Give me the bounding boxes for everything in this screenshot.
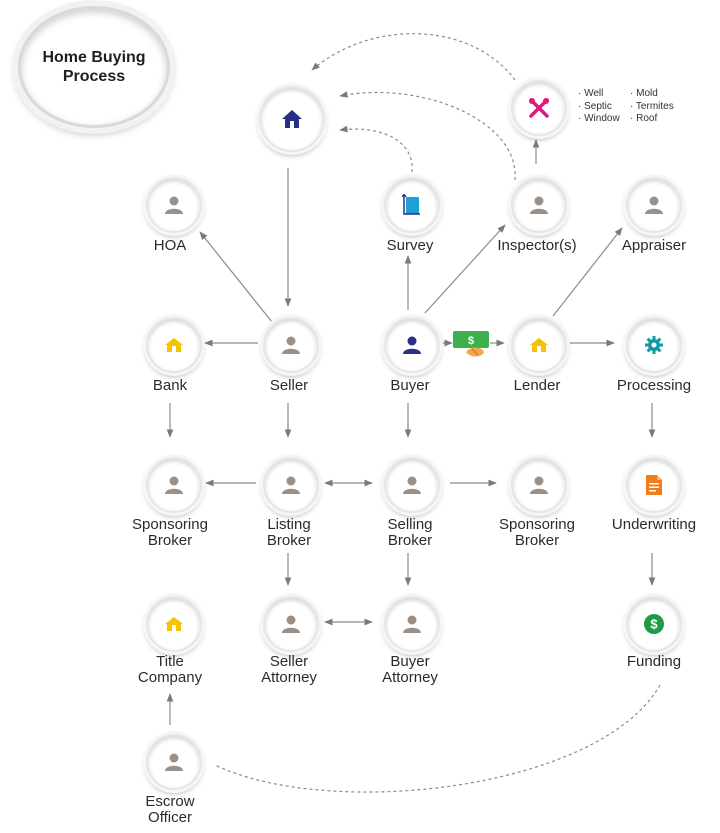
- person-icon: [165, 753, 183, 771]
- inspection-item-termites: · Termites: [630, 100, 674, 112]
- lender-node: [511, 317, 567, 373]
- person-icon: [282, 476, 300, 494]
- inspection-item-window: · Window: [578, 113, 620, 124]
- seller-label: Seller: [269, 377, 309, 394]
- person-icon: [403, 615, 421, 633]
- underwriting-label: Underwriting: [611, 516, 697, 533]
- sponsoring-broker-right-label: Sponsoring Broker: [482, 517, 592, 549]
- label-line-2: Broker: [147, 532, 193, 549]
- underwriting-node: [626, 457, 682, 513]
- dashed-arrow-inspection-to-property: [311, 33, 516, 81]
- label-line-1: Seller: [269, 653, 309, 670]
- label-line-1: Sponsoring: [132, 516, 208, 533]
- sponsoring-broker-left-node: [146, 457, 202, 513]
- person-icon: [403, 476, 421, 494]
- buyer-attorney-node: [384, 596, 440, 652]
- funding-node: $: [626, 596, 682, 652]
- person-icon: [165, 476, 183, 494]
- buyer-node: [384, 317, 440, 373]
- bank-node: [146, 317, 202, 373]
- label-line-2: Attorney: [261, 669, 317, 686]
- escrow-officer-label: Escrow Officer: [115, 794, 225, 826]
- house-icon: [530, 338, 548, 352]
- gear-icon: [645, 336, 663, 354]
- hoa-node: [146, 177, 202, 233]
- arrow-seller-to-hoa: [199, 231, 273, 323]
- inspection-item-septic: · Septic: [578, 100, 612, 112]
- seller-attorney-label: Seller Attorney: [234, 654, 344, 686]
- label-line-2: Officer: [148, 809, 192, 826]
- money-symbol: $: [468, 335, 474, 347]
- arrow-lender-to-appraiser: [552, 227, 623, 317]
- person-icon: [645, 196, 663, 214]
- lender-label: Lender: [513, 377, 561, 394]
- person-icon: [530, 476, 548, 494]
- inspector-label: Inspector(s): [497, 237, 577, 254]
- label-line-1: Buyer: [390, 653, 430, 670]
- dashed-arrow-inspector-to-property: [339, 91, 516, 181]
- selling-broker-node: [384, 457, 440, 513]
- processing-label: Processing: [616, 377, 692, 394]
- title-company-label: Title Company: [115, 654, 225, 686]
- inspection-tools-node: [511, 80, 567, 136]
- dashed-arrow-funding-to-escrow: [214, 684, 661, 793]
- dashed-arrow-survey-to-property: [339, 125, 413, 173]
- label-line-2: Broker: [387, 532, 433, 549]
- person-icon: [282, 615, 300, 633]
- person-icon: [165, 196, 183, 214]
- hoa-label: HOA: [153, 237, 187, 254]
- listing-broker-node: [263, 457, 319, 513]
- bank-label: Bank: [152, 377, 188, 394]
- survey-icon: [402, 194, 420, 215]
- processing-node: [626, 317, 682, 373]
- label-line-1: Escrow: [145, 793, 195, 810]
- house-icon: [165, 338, 183, 352]
- title-badge: Home Buying Process: [18, 6, 170, 128]
- inspection-item-roof: · Roof: [630, 113, 658, 124]
- label-line-1: Title: [156, 653, 184, 670]
- seller-node: [263, 317, 319, 373]
- inspection-item-mold: · Mold: [630, 88, 658, 99]
- survey-label: Survey: [386, 237, 434, 254]
- label-line-2: Broker: [514, 532, 560, 549]
- funding-label: Funding: [626, 653, 682, 670]
- diagram-title: Home Buying Process: [42, 49, 146, 85]
- document-icon: [646, 475, 662, 495]
- house-icon: [282, 110, 302, 128]
- label-line-1: Selling: [387, 516, 433, 533]
- buyer-label: Buyer: [390, 377, 430, 394]
- appraiser-node: [626, 177, 682, 233]
- money-icon: $: [453, 331, 489, 357]
- label-line-2: Company: [137, 669, 203, 686]
- listing-broker-label: Listing Broker: [234, 517, 344, 549]
- survey-node: [384, 177, 440, 233]
- label-line-2: Broker: [266, 532, 312, 549]
- buyer-attorney-label: Buyer Attorney: [355, 654, 465, 686]
- property-node: [259, 86, 325, 152]
- house-icon: [165, 617, 183, 631]
- dollar-symbol: $: [650, 617, 658, 632]
- title-company-node: [146, 596, 202, 652]
- appraiser-label: Appraiser: [621, 237, 687, 254]
- person-icon: [530, 196, 548, 214]
- escrow-officer-node: [146, 734, 202, 790]
- label-line-1: Sponsoring: [499, 516, 575, 533]
- seller-attorney-node: [263, 596, 319, 652]
- selling-broker-label: Selling Broker: [355, 517, 465, 549]
- person-icon: [403, 336, 421, 354]
- label-line-2: Attorney: [382, 669, 438, 686]
- arrow-buyer-to-inspector: [424, 224, 506, 314]
- inspector-node: [511, 177, 567, 233]
- sponsoring-broker-left-label: Sponsoring Broker: [115, 517, 225, 549]
- tools-icon: [529, 98, 549, 118]
- sponsoring-broker-right-node: [511, 457, 567, 513]
- dollar-icon: $: [644, 614, 664, 634]
- inspection-item-well: · Well: [578, 88, 604, 99]
- label-line-1: Listing: [267, 516, 311, 533]
- person-icon: [282, 336, 300, 354]
